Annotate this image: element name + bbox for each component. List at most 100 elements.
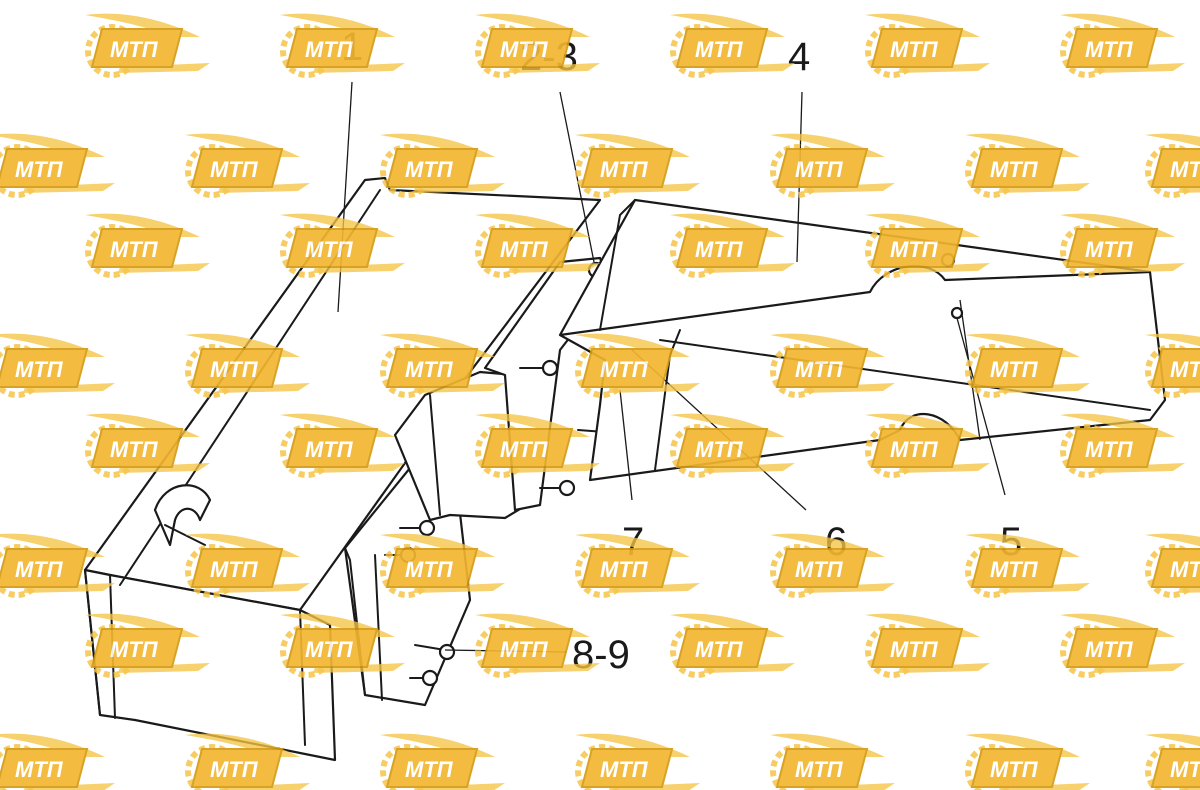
watermark-text: МТП [210, 557, 259, 582]
watermark-text: МТП [305, 37, 354, 62]
watermark-text: МТП [600, 557, 649, 582]
watermark-logo: МТП [1145, 734, 1200, 790]
watermark-text: МТП [890, 437, 939, 462]
leader-5 [956, 317, 1006, 496]
watermark-logo: МТП [185, 734, 310, 790]
watermark-text: МТП [500, 37, 549, 62]
watermark-logo: МТП [0, 734, 115, 790]
watermark-text: МТП [210, 757, 259, 782]
watermark-text: МТП [795, 557, 844, 582]
bolt-3 [539, 479, 576, 497]
watermark-text: МТП [405, 357, 454, 382]
watermark-logo: МТП [965, 334, 1090, 395]
watermark-text: МТП [405, 157, 454, 182]
watermark-text: МТП [990, 757, 1039, 782]
watermark-logo: МТП [475, 414, 600, 475]
watermark-logo: МТП [670, 414, 795, 475]
watermark-logo: МТП [85, 414, 210, 475]
watermark-logo: МТП [865, 14, 990, 75]
watermark-text: МТП [695, 37, 744, 62]
bolt-7 [409, 669, 439, 687]
watermark-logo: МТП [280, 214, 405, 275]
watermark-text: МТП [1085, 637, 1134, 662]
watermark-logo: МТП [965, 134, 1090, 195]
watermark-logo: МТП [865, 214, 990, 275]
bolt-6 [414, 643, 456, 661]
watermark-text: МТП [890, 37, 939, 62]
watermark-logo: МТП [380, 334, 505, 395]
watermark-logo: МТП [575, 534, 700, 595]
watermark-logo: МТП [0, 334, 115, 395]
watermark-text: МТП [1170, 557, 1200, 582]
watermark-text: МТП [500, 437, 549, 462]
watermark-text: МТП [990, 157, 1039, 182]
watermark-text: МТП [15, 557, 64, 582]
watermark-text: МТП [110, 237, 159, 262]
watermark-text: МТП [110, 637, 159, 662]
watermark-text: МТП [695, 637, 744, 662]
watermark-text: МТП [990, 557, 1039, 582]
watermark-logo: МТП [575, 734, 700, 790]
watermark-text: МТП [1085, 437, 1134, 462]
watermark-logo: МТП [670, 614, 795, 675]
watermark-text: МТП [1170, 757, 1200, 782]
watermark-text: МТП [110, 37, 159, 62]
watermark-logo: МТП [1060, 214, 1185, 275]
watermark-text: МТП [405, 557, 454, 582]
watermark-text: МТП [405, 757, 454, 782]
watermark-text: МТП [600, 757, 649, 782]
watermark-text: МТП [15, 357, 64, 382]
watermark-text: МТП [110, 437, 159, 462]
watermark-text: МТП [890, 637, 939, 662]
watermark-logo: МТП [770, 134, 895, 195]
callout-4: 4 [788, 35, 810, 79]
watermark-logo: МТП [1060, 14, 1185, 75]
watermark-logo: МТП [185, 534, 310, 595]
watermark-text: МТП [500, 637, 549, 662]
bolt-4 [399, 519, 436, 537]
watermark-logo: МТП [85, 214, 210, 275]
bolt-1 [519, 359, 559, 377]
watermark-text: МТП [795, 157, 844, 182]
watermark-logo: МТП [1060, 414, 1185, 475]
watermark-text: МТП [1170, 157, 1200, 182]
watermark-logo: МТП [280, 14, 405, 75]
watermark-text: МТП [890, 237, 939, 262]
watermark-logo: МТП [1145, 134, 1200, 195]
watermark-text: МТП [305, 237, 354, 262]
watermark-logo: МТП [1145, 534, 1200, 595]
watermark-logo: МТП [85, 614, 210, 675]
watermark-text: МТП [500, 237, 549, 262]
watermark-text: МТП [1170, 357, 1200, 382]
watermark-text: МТП [1085, 37, 1134, 62]
watermark-logo: МТП [185, 334, 310, 395]
watermark-text: МТП [695, 237, 744, 262]
watermark-logo: МТП [965, 534, 1090, 595]
watermark-logo: МТП [770, 334, 895, 395]
watermark-text: МТП [15, 757, 64, 782]
watermark-logo: МТП [670, 14, 795, 75]
watermark-text: МТП [600, 157, 649, 182]
watermark-text: МТП [15, 157, 64, 182]
watermark-logo: МТП [380, 134, 505, 195]
watermark-text: МТП [210, 157, 259, 182]
watermark-logo: МТП [280, 614, 405, 675]
watermark-logo: МТП [280, 414, 405, 475]
watermark-text: МТП [795, 757, 844, 782]
watermark-text: МТП [795, 357, 844, 382]
watermark-text: МТП [305, 437, 354, 462]
watermark-text: МТП [1085, 237, 1134, 262]
watermark-text: МТП [305, 637, 354, 662]
watermark-logo: МТП [865, 614, 990, 675]
watermark-logo: МТП [1145, 334, 1200, 395]
watermark-logo: МТП [0, 534, 115, 595]
watermark-logo: МТП [865, 414, 990, 475]
watermark-text: МТП [990, 357, 1039, 382]
watermark-text: МТП [695, 437, 744, 462]
watermark-logo: МТП [380, 534, 505, 595]
watermark-logo: МТП [770, 534, 895, 595]
watermark-layer: МТП МТП МТП МТП МТП МТП МТП МТП МТП МТП МТП МТП МТП М… [0, 14, 1200, 790]
watermark-logo: МТП [965, 734, 1090, 790]
watermark-logo: МТП [475, 614, 600, 675]
